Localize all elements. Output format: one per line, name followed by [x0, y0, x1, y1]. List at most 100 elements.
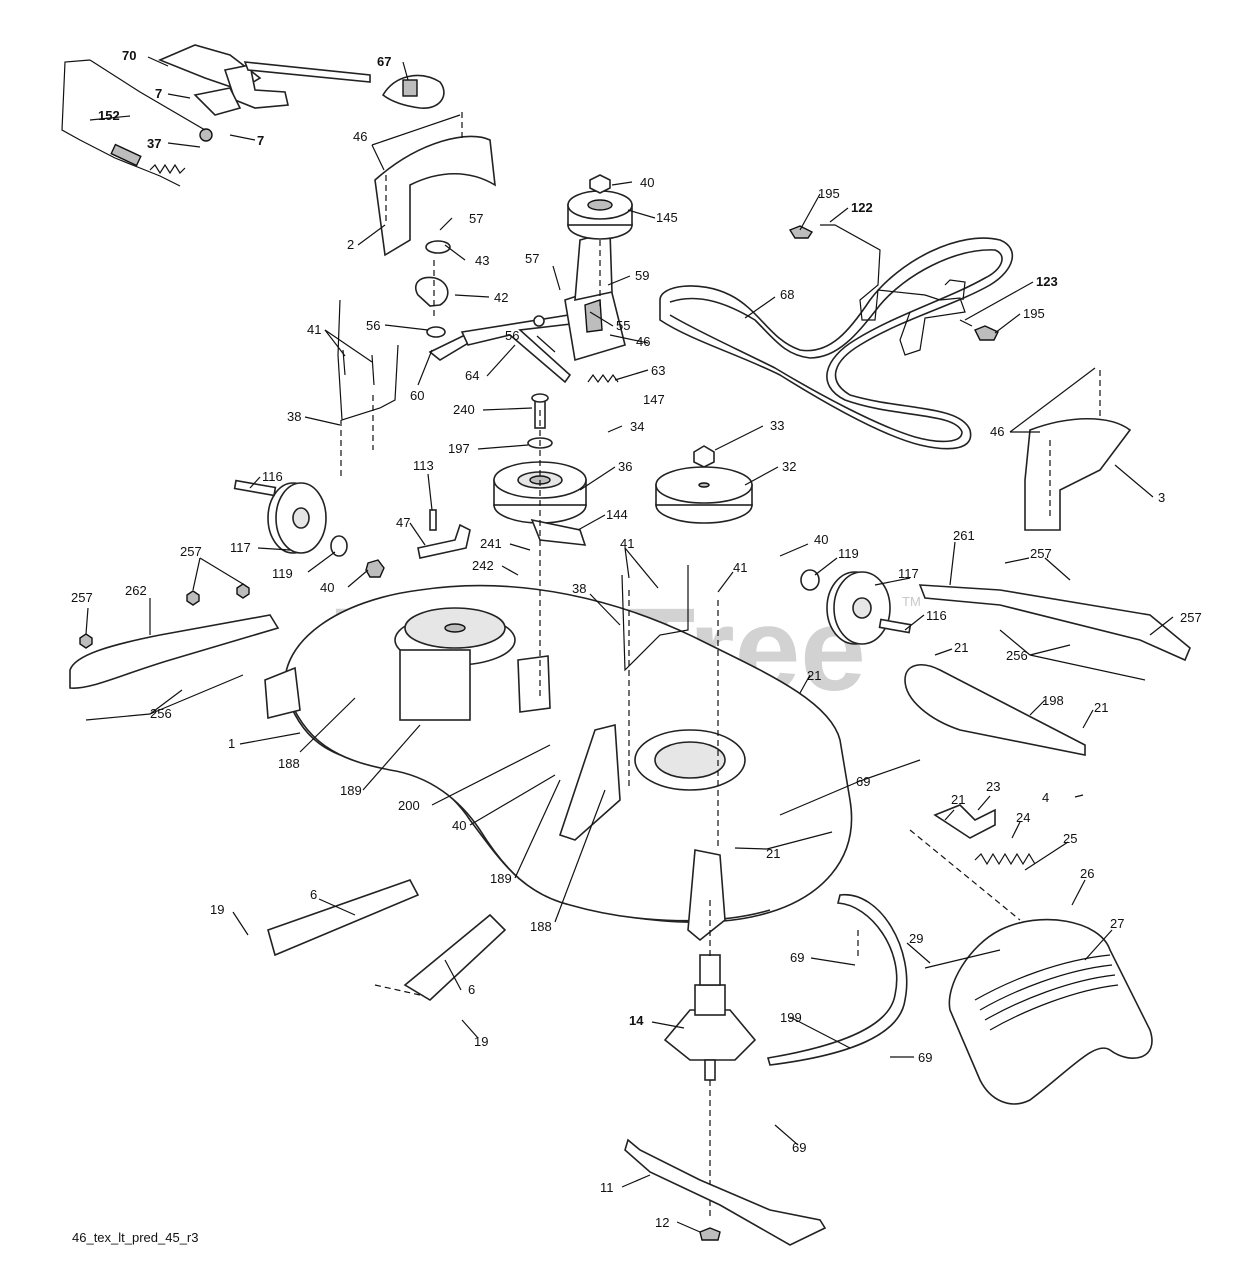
callout-55: 55: [616, 318, 630, 333]
callout-189: 189: [490, 871, 512, 886]
callout-19: 19: [210, 902, 224, 917]
callout-69: 69: [792, 1140, 806, 1155]
part-27-discharge-chute: [924, 918, 1153, 1105]
part-261-baffle: [918, 584, 1191, 662]
callout-56: 56: [505, 328, 519, 343]
callout-36: 36: [618, 459, 632, 474]
callout-117: 117: [898, 566, 919, 581]
callout-40: 40: [640, 175, 654, 190]
callout-147: 147: [643, 392, 665, 407]
part-152-lift-cable: [61, 59, 206, 187]
callout-40: 40: [814, 532, 828, 547]
callout-24: 24: [1016, 810, 1030, 825]
callout-labels: 70 67 7 152 37 7 46 2 57 43 42 40 145 57…: [71, 48, 1202, 1230]
part-14-spindle: [663, 849, 757, 1220]
part-3-belt-cover: [1024, 370, 1132, 531]
callout-113: 113: [413, 458, 434, 473]
callout-57: 57: [525, 251, 539, 266]
callout-21: 21: [954, 640, 968, 655]
callout-69: 69: [856, 774, 870, 789]
part-idler-arm-assembly: [414, 230, 626, 384]
callout-1: 1: [228, 736, 235, 751]
callout-2: 2: [347, 237, 354, 252]
callout-40: 40: [320, 580, 334, 595]
callout-69: 69: [790, 950, 804, 965]
callout-43: 43: [475, 253, 489, 268]
callout-23: 23: [986, 779, 1000, 794]
callout-14: 14: [629, 1013, 644, 1028]
callout-116: 116: [926, 608, 947, 623]
callout-188: 188: [530, 919, 552, 934]
callout-38: 38: [572, 581, 586, 596]
callout-33: 33: [770, 418, 784, 433]
part-23-bracket: [909, 804, 1036, 921]
callout-25: 25: [1063, 831, 1077, 846]
callout-262: 262: [125, 583, 147, 598]
part-198-baffle: [904, 664, 1086, 756]
callout-257: 257: [1180, 610, 1202, 625]
callout-29: 29: [909, 931, 923, 946]
callout-41: 41: [307, 322, 321, 337]
part-67-grip: [381, 74, 445, 109]
callout-60: 60: [410, 388, 424, 403]
part-199-curved-bar: [766, 894, 908, 1066]
callout-57: 57: [469, 211, 483, 226]
part-262-baffle: [69, 583, 280, 689]
callout-12: 12: [655, 1215, 669, 1230]
callout-leaders: [85, 56, 1174, 1233]
callout-40: 40: [452, 818, 466, 833]
callout-152: 152: [98, 108, 120, 123]
callout-34: 34: [630, 419, 644, 434]
callout-145: 145: [656, 210, 678, 225]
callout-63: 63: [651, 363, 665, 378]
callout-256: 256: [150, 706, 172, 721]
callout-122: 122: [851, 200, 873, 215]
callout-69: 69: [918, 1050, 932, 1065]
callout-7: 7: [257, 133, 264, 148]
callout-3: 3: [1158, 490, 1165, 505]
callout-26: 26: [1080, 866, 1094, 881]
part-1-deck: [264, 584, 853, 924]
part-38-rods: [337, 299, 689, 672]
callout-200: 200: [398, 798, 420, 813]
callout-240: 240: [453, 402, 475, 417]
callout-144: 144: [606, 507, 628, 522]
callout-32: 32: [782, 459, 796, 474]
callout-257: 257: [71, 590, 93, 605]
callout-64: 64: [465, 368, 479, 383]
callout-116: 116: [262, 469, 283, 484]
callout-19: 19: [474, 1034, 488, 1049]
callout-70: 70: [122, 48, 136, 63]
part-6-brackets: [267, 879, 507, 1001]
callout-21: 21: [1094, 700, 1108, 715]
callout-257: 257: [1030, 546, 1052, 561]
part-117-gauge-wheel-right: [800, 569, 912, 645]
callout-119: 119: [838, 546, 859, 561]
parts-artwork: [61, 44, 1191, 1246]
callout-7: 7: [155, 86, 162, 101]
part-122-123-belt-guides: [788, 224, 999, 356]
part-32-pulley: [655, 445, 753, 524]
part-70-lift-lever: [157, 44, 371, 142]
callout-195: 195: [1023, 306, 1045, 321]
callout-46: 46: [353, 129, 367, 144]
callout-41: 41: [620, 536, 634, 551]
callout-198: 198: [1042, 693, 1064, 708]
part-11-blade: [624, 1138, 827, 1246]
callout-68: 68: [780, 287, 794, 302]
callout-42: 42: [494, 290, 508, 305]
callout-257: 257: [180, 544, 202, 559]
callout-37: 37: [147, 136, 161, 151]
callout-21: 21: [951, 792, 965, 807]
callout-21: 21: [766, 846, 780, 861]
callout-4: 4: [1042, 790, 1049, 805]
callout-21: 21: [807, 668, 821, 683]
callout-27: 27: [1110, 916, 1124, 931]
callout-119: 119: [272, 566, 293, 581]
callout-59: 59: [635, 268, 649, 283]
callout-261: 261: [953, 528, 975, 543]
callout-188: 188: [278, 756, 300, 771]
callout-199: 199: [780, 1010, 802, 1025]
part-117-gauge-wheel-left: [233, 479, 385, 578]
